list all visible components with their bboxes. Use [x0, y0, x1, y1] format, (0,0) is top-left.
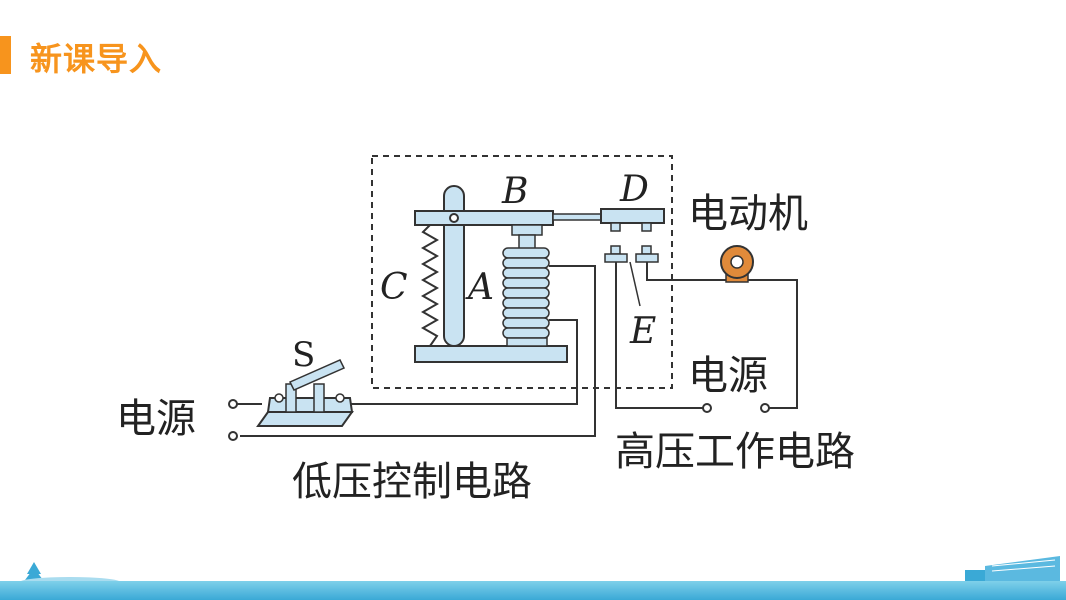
- spring-C: [420, 224, 440, 347]
- label-B: B: [501, 171, 528, 212]
- label-A: A: [465, 267, 494, 308]
- switch-S: [256, 359, 354, 427]
- label-E-leader: [629, 261, 641, 307]
- power-label-right: 电源: [688, 353, 768, 399]
- static-contact-base: [604, 253, 628, 263]
- high-voltage-wires: [615, 262, 798, 409]
- motor-icon: [720, 245, 754, 283]
- armature-B: [414, 210, 554, 226]
- terminal: [228, 431, 238, 441]
- connecting-rod: [552, 213, 602, 221]
- footer-band: [0, 581, 1066, 600]
- low-voltage-wires: [235, 265, 596, 437]
- pivot: [449, 213, 459, 223]
- low-voltage-circuit-label: 低压控制电路: [292, 459, 532, 505]
- label-D: D: [619, 169, 649, 210]
- electromagnet-coil-A: [502, 247, 550, 339]
- relay-enclosure: [371, 155, 673, 389]
- relay-base: [414, 345, 568, 363]
- terminal: [760, 403, 770, 413]
- label-E: E: [629, 311, 656, 352]
- static-contact: [610, 245, 621, 255]
- moving-contact-D: [600, 208, 665, 224]
- static-contact-base: [635, 253, 659, 263]
- motor-label: 电动机: [688, 191, 808, 237]
- terminal: [702, 403, 712, 413]
- electromagnet-core-top: [511, 224, 543, 236]
- label-S: S: [292, 335, 315, 375]
- footer-building-icon: [965, 556, 1060, 582]
- contact-tip: [641, 222, 652, 232]
- power-label-left: 电源: [116, 396, 196, 442]
- header-accent-bar: [0, 36, 11, 74]
- label-C: C: [380, 267, 408, 308]
- coil-bottom: [506, 337, 548, 347]
- page-title: 新课导入: [30, 40, 163, 78]
- static-contact: [641, 245, 652, 255]
- high-voltage-circuit-label: 高压工作电路: [615, 429, 855, 475]
- contact-tip: [610, 222, 621, 232]
- terminal: [228, 399, 238, 409]
